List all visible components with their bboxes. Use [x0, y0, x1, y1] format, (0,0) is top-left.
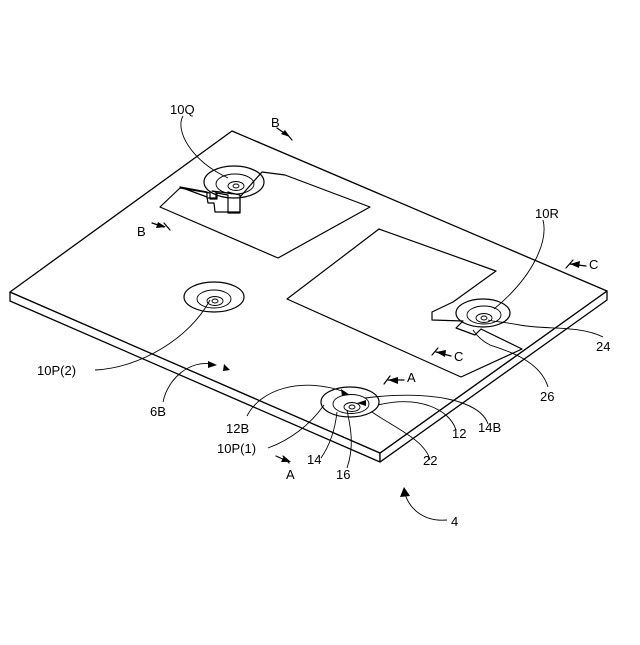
label-10r: 10R	[535, 206, 559, 221]
label-b-left: B	[137, 224, 146, 239]
label-10q: 10Q	[170, 102, 195, 117]
board-top-surface	[10, 131, 607, 453]
label-a-top: A	[407, 370, 416, 385]
label-26: 26	[540, 389, 554, 404]
section-marker-c-right	[566, 260, 586, 268]
label-12: 12	[452, 426, 466, 441]
label-a-bot: A	[286, 467, 295, 482]
label-12b: 12B	[226, 421, 249, 436]
label-c-mid: C	[454, 349, 463, 364]
label-24: 24	[596, 339, 610, 354]
label-22: 22	[423, 453, 437, 468]
label-10p2: 10P(2)	[37, 363, 76, 378]
section-marker-a-bot	[276, 456, 291, 463]
label-14b: 14B	[478, 420, 501, 435]
label-b-top: B	[271, 115, 280, 130]
label-10p1: 10P(1)	[217, 441, 256, 456]
label-16: 16	[336, 467, 350, 482]
label-14: 14	[307, 452, 321, 467]
leader-4	[405, 494, 447, 520]
label-4: 4	[451, 514, 458, 529]
arrow-4	[400, 487, 410, 497]
label-c-right: C	[589, 257, 598, 272]
label-6b: 6B	[150, 404, 166, 419]
